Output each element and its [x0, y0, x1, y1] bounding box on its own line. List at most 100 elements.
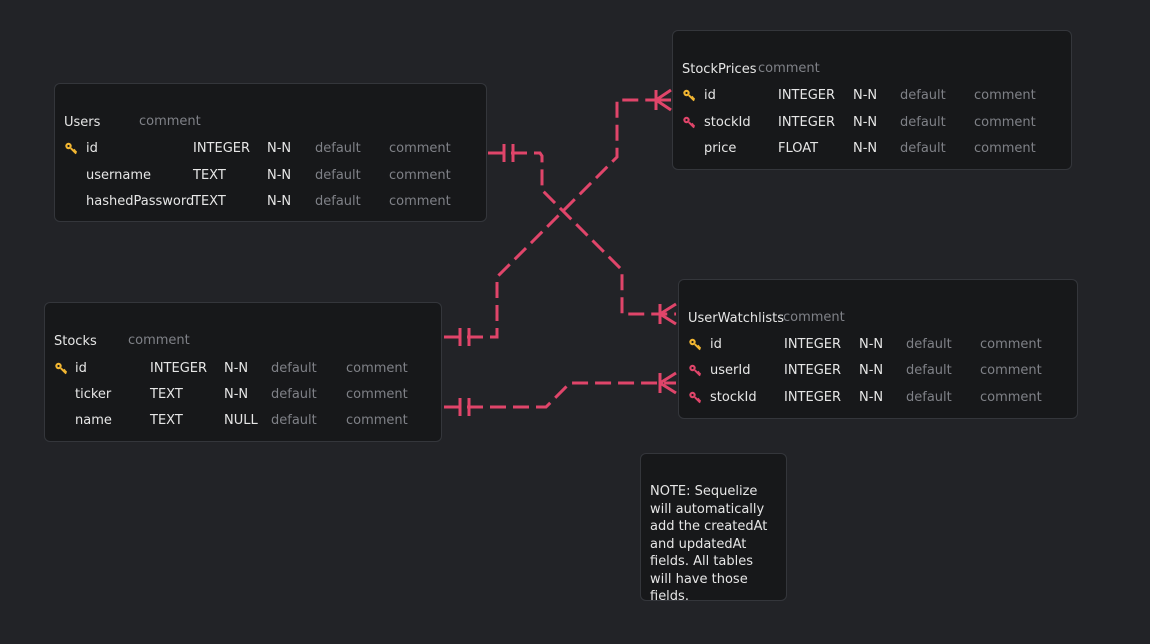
- column-type: FLOAT: [778, 140, 819, 156]
- column-nullability: N-N: [224, 386, 249, 402]
- column-type: TEXT: [150, 386, 183, 402]
- primary-key-icon: [683, 89, 696, 102]
- column-name: stockId: [710, 389, 757, 405]
- table-title: UserWatchlists: [688, 310, 784, 326]
- column-type: TEXT: [150, 412, 183, 428]
- table-userwatchlists[interactable]: UserWatchlists comment id INTEGER N-N de…: [678, 279, 1078, 419]
- relation-stocks-userwatchlists: [444, 381, 676, 409]
- column-comment: comment: [346, 386, 408, 402]
- table-comment: comment: [758, 61, 820, 76]
- column-row[interactable]: stockId INTEGER N-N default comment: [673, 111, 1071, 133]
- note-card[interactable]: NOTE: Sequelize will automatically add t…: [640, 453, 787, 604]
- column-comment: comment: [980, 389, 1042, 405]
- column-comment: comment: [346, 412, 408, 428]
- column-comment: comment: [389, 167, 451, 183]
- column-default: default: [271, 386, 317, 402]
- table-comment: comment: [128, 333, 190, 348]
- column-type: TEXT: [193, 193, 226, 209]
- one-marker-users: [502, 144, 515, 162]
- column-default: default: [900, 140, 946, 156]
- column-name: price: [704, 140, 737, 156]
- table-comment: comment: [783, 310, 845, 325]
- column-row[interactable]: username TEXT N-N default comment: [55, 164, 486, 186]
- column-default: default: [315, 140, 361, 156]
- column-default: default: [906, 389, 952, 405]
- column-name: id: [86, 140, 98, 156]
- column-default: default: [906, 362, 952, 378]
- table-comment: comment: [139, 114, 201, 129]
- primary-key-icon: [689, 338, 702, 351]
- column-nullability: N-N: [267, 193, 292, 209]
- column-default: default: [315, 193, 361, 209]
- column-type: INTEGER: [150, 360, 208, 376]
- foreign-key-icon: [689, 364, 702, 377]
- column-name: id: [710, 336, 722, 352]
- table-title: StockPrices: [682, 61, 757, 77]
- column-comment: comment: [980, 336, 1042, 352]
- column-name: name: [75, 412, 112, 428]
- many-marker-userwatchlists-user: [658, 302, 677, 326]
- foreign-key-icon: [689, 391, 702, 404]
- column-row[interactable]: id INTEGER N-N default comment: [45, 357, 441, 379]
- column-nullability: NULL: [224, 412, 258, 428]
- column-default: default: [900, 87, 946, 103]
- column-nullability: N-N: [224, 360, 249, 376]
- column-name: userId: [710, 362, 751, 378]
- column-type: TEXT: [193, 167, 226, 183]
- column-type: INTEGER: [193, 140, 251, 156]
- primary-key-icon: [55, 362, 68, 375]
- column-default: default: [315, 167, 361, 183]
- column-row[interactable]: id INTEGER N-N default comment: [673, 84, 1071, 106]
- relation-stocks-stockprices: [444, 98, 671, 339]
- column-row[interactable]: stockId INTEGER N-N default comment: [679, 386, 1077, 408]
- table-stocks[interactable]: Stocks comment id INTEGER N-N default co…: [44, 302, 442, 442]
- column-row[interactable]: price FLOAT N-N default comment: [673, 137, 1071, 159]
- column-default: default: [900, 114, 946, 130]
- column-type: INTEGER: [778, 114, 836, 130]
- column-comment: comment: [974, 140, 1036, 156]
- column-type: INTEGER: [778, 87, 836, 103]
- table-stockprices[interactable]: StockPrices comment id INTEGER N-N defau…: [672, 30, 1072, 170]
- primary-key-icon: [65, 142, 78, 155]
- column-nullability: N-N: [853, 140, 878, 156]
- table-title: Users: [64, 114, 101, 130]
- column-comment: comment: [389, 140, 451, 156]
- column-row[interactable]: hashedPassword TEXT N-N default comment: [55, 190, 486, 212]
- column-nullability: N-N: [267, 140, 292, 156]
- column-nullability: N-N: [859, 362, 884, 378]
- column-row[interactable]: userId INTEGER N-N default comment: [679, 359, 1077, 381]
- column-default: default: [906, 336, 952, 352]
- column-nullability: N-N: [853, 114, 878, 130]
- column-row[interactable]: id INTEGER N-N default comment: [55, 137, 486, 159]
- column-name: username: [86, 167, 151, 183]
- column-comment: comment: [974, 114, 1036, 130]
- column-comment: comment: [974, 87, 1036, 103]
- column-default: default: [271, 360, 317, 376]
- column-type: INTEGER: [784, 389, 842, 405]
- column-name: stockId: [704, 114, 751, 130]
- column-default: default: [271, 412, 317, 428]
- column-name: ticker: [75, 386, 112, 402]
- one-marker-stocks-1: [458, 328, 471, 346]
- table-title: Stocks: [54, 333, 97, 349]
- column-name: hashedPassword: [86, 193, 195, 209]
- column-comment: comment: [980, 362, 1042, 378]
- column-row[interactable]: name TEXT NULL default comment: [45, 409, 441, 431]
- column-name: id: [704, 87, 716, 103]
- many-marker-stockprices: [654, 88, 672, 112]
- column-nullability: N-N: [853, 87, 878, 103]
- column-comment: comment: [346, 360, 408, 376]
- column-type: INTEGER: [784, 362, 842, 378]
- column-name: id: [75, 360, 87, 376]
- many-marker-userwatchlists-stock: [658, 371, 677, 395]
- column-nullability: N-N: [859, 389, 884, 405]
- column-type: INTEGER: [784, 336, 842, 352]
- foreign-key-icon: [683, 116, 696, 129]
- column-nullability: N-N: [859, 336, 884, 352]
- column-row[interactable]: id INTEGER N-N default comment: [679, 333, 1077, 355]
- column-row[interactable]: ticker TEXT N-N default comment: [45, 383, 441, 405]
- column-comment: comment: [389, 193, 451, 209]
- one-marker-stocks-2: [458, 398, 471, 416]
- table-users[interactable]: Users comment id INTEGER N-N default com…: [54, 83, 487, 222]
